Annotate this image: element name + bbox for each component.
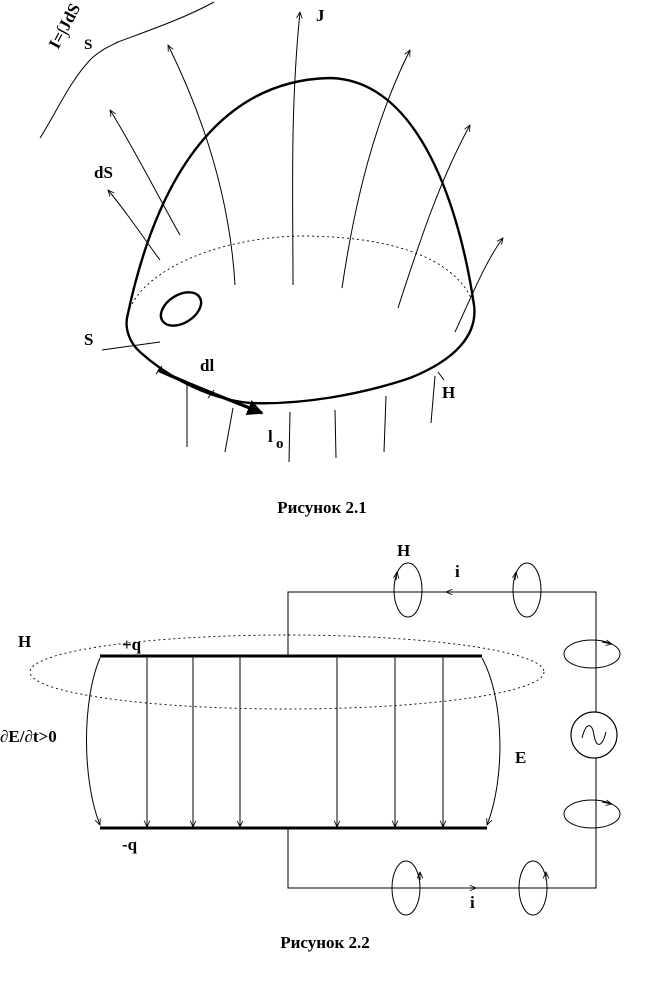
H-leader	[437, 371, 445, 381]
label-H: H	[442, 383, 455, 402]
surface-rim-dotted	[126, 235, 473, 319]
formula-leader-curve	[39, 1, 215, 139]
caption-figure-2-1: Рисунок 2.1	[277, 498, 367, 517]
dS-element-ellipse	[159, 291, 203, 327]
field-lines-E	[86, 657, 501, 827]
flux-formula-subscript: S	[84, 37, 92, 53]
label-l0-subscript: o	[276, 436, 284, 452]
label-l0: l	[268, 427, 273, 446]
figure-2-2: H i H +q ∂E/∂t>0 E -q i Рисунок 2.2	[0, 541, 621, 952]
label-H-left: H	[18, 632, 31, 651]
label-E: E	[515, 748, 526, 767]
flux-formula: I=∫JdS	[45, 0, 85, 52]
label-H-top: H	[397, 541, 410, 560]
caption-figure-2-2: Рисунок 2.2	[280, 933, 370, 952]
current-lines-upper	[108, 12, 503, 333]
H-field-ring-dotted	[29, 634, 545, 710]
label-dl: dl	[200, 356, 214, 375]
label-minus-q: -q	[122, 835, 138, 854]
sine-wave-icon	[581, 725, 607, 745]
label-i-top: i	[455, 562, 460, 581]
circuit-wire	[287, 591, 597, 889]
label-plus-q: +q	[122, 635, 142, 654]
label-dS: dS	[94, 163, 113, 182]
svg-text:I=∫JdS: I=∫JdS	[45, 0, 85, 52]
label-J: J	[316, 6, 325, 25]
H-loops-wire	[391, 562, 621, 916]
S-leader	[101, 341, 161, 351]
current-lines-lower	[186, 375, 436, 463]
label-dEdt: ∂E/∂t>0	[0, 727, 57, 746]
l0-direction-arrow	[157, 368, 264, 416]
label-S: S	[84, 330, 93, 349]
figure-2-1: I=∫JdS S J dS S dl H l o Рисунок 2.1	[39, 0, 503, 517]
label-i-bottom: i	[470, 893, 475, 912]
surface-S	[125, 76, 476, 405]
